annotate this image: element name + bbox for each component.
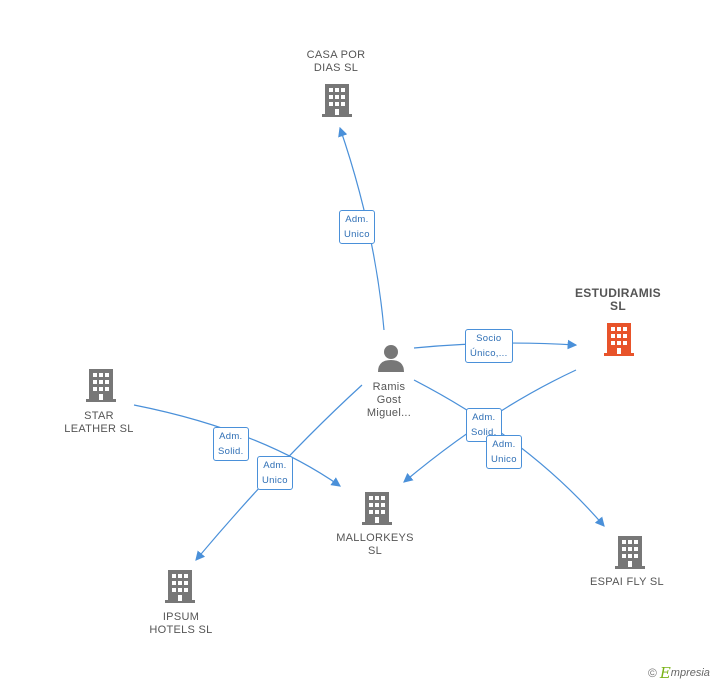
node-mallorkeys-label[interactable]: MALLORKEYS SL <box>336 532 414 557</box>
node-espai-fly-label[interactable]: ESPAI FLY SL <box>590 576 664 588</box>
empresia-logo: E <box>659 664 671 682</box>
node-casa-por-dias-label[interactable]: CASA POR DIAS SL <box>306 49 366 74</box>
building-icon <box>615 536 645 569</box>
node-estudiramis-label[interactable]: ESTUDIRAMIS SL <box>575 286 661 313</box>
building-icon <box>604 323 634 356</box>
edge-label-adm-solid: Adm. Solid. <box>213 427 249 461</box>
building-icon <box>86 369 116 402</box>
building-icon <box>322 84 352 117</box>
building-icon <box>362 492 392 525</box>
node-ramis-label[interactable]: Ramis Gost Miguel... <box>366 381 412 419</box>
edge-label-adm-unico: Adm. Unico <box>486 435 522 469</box>
copyright-icon: © <box>648 666 657 680</box>
edge-label-adm-unico: Adm. Unico <box>257 456 293 490</box>
edge-label-adm-unico: Adm. Unico <box>339 210 375 244</box>
building-icon <box>165 570 195 603</box>
node-ipsum-hotels-label[interactable]: IPSUM HOTELS SL <box>149 611 213 636</box>
node-star-leather-label[interactable]: STAR LEATHER SL <box>64 410 134 435</box>
person-icon <box>378 345 404 372</box>
brand-name: mpresia <box>670 667 710 679</box>
edge-label-socio-unico: Socio Único,... <box>465 329 513 363</box>
